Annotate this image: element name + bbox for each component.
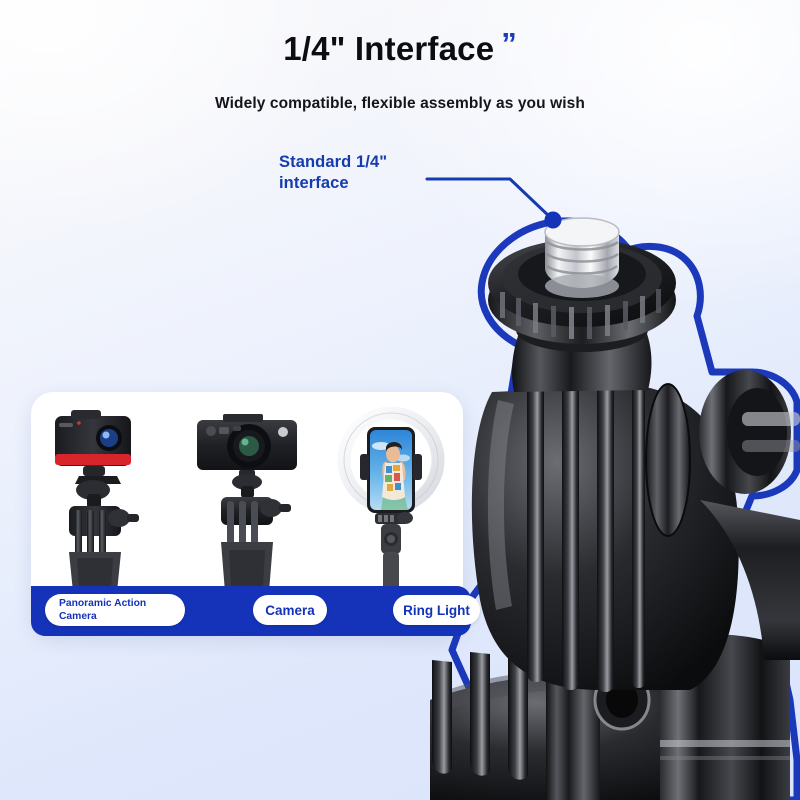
gimbal-lower-housing: [430, 634, 790, 800]
label-line2: Camera: [59, 611, 97, 622]
callout-label-line1: Standard 1/4": [279, 153, 388, 171]
quote-mark-icon: ”: [501, 26, 517, 61]
product-blue-outline: [448, 217, 800, 800]
gopro-mount-prongs: [432, 648, 600, 800]
label-ring-light[interactable]: Ring Light: [393, 595, 480, 625]
page-title-text: 1/4" Interface: [283, 30, 495, 67]
label-camera[interactable]: Camera: [253, 595, 327, 625]
page-subtitle: Widely compatible, flexible assembly as …: [215, 95, 585, 112]
ring-light-thumbnail: [337, 406, 445, 592]
mirrorless-camera-thumbnail: [197, 414, 297, 592]
page-title: 1/4" Interface”: [0, 26, 800, 68]
callout-label-line2: interface: [279, 174, 349, 193]
action-camera-thumbnail: [55, 410, 139, 592]
label-line1: Panoramic Action: [59, 597, 147, 609]
knurled-tension-ring: [645, 383, 691, 537]
compatibility-item-camera[interactable]: [175, 392, 319, 592]
compatibility-thumbnails: [31, 392, 463, 592]
callout-label: Standard 1/4" interface: [279, 152, 479, 194]
compatibility-labels: Panoramic Action Camera Camera Ring Ligh…: [31, 592, 480, 632]
tension-knob: [699, 370, 800, 494]
compatibility-item-ring-light[interactable]: [319, 392, 463, 592]
label-panoramic-action-camera[interactable]: Panoramic Action Camera: [45, 594, 185, 626]
compatibility-item-action-camera[interactable]: [31, 392, 175, 592]
gimbal-arm-body: [471, 370, 800, 692]
quarter-inch-screw: [544, 217, 620, 298]
